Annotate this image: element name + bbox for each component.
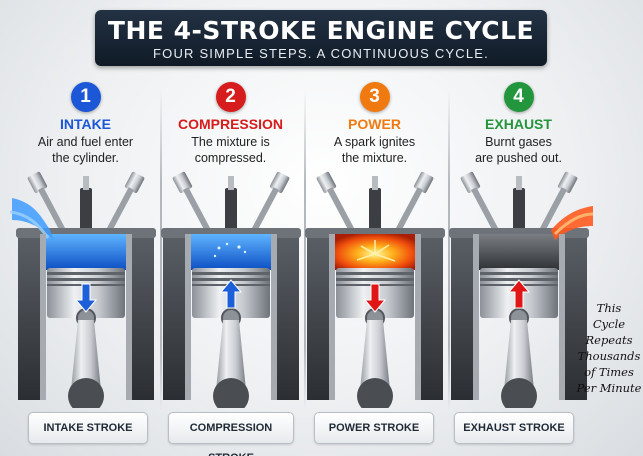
stroke-label-exhaust: EXHAUST STROKE [454, 412, 574, 444]
stroke-label-power: POWER STROKE [314, 412, 434, 444]
stroke-label-compression: COMPRESSION STROKE [168, 412, 294, 456]
stage-power: 3 POWER A spark ignites the mixture. [297, 0, 452, 456]
engine-svg [9, 171, 156, 414]
valve-icon [172, 171, 290, 231]
stroke-label-intake: INTAKE STROKE [28, 412, 148, 444]
engine-svg [161, 171, 301, 414]
engine-cylinder-icon [155, 168, 307, 414]
engine-cylinder-icon [299, 168, 451, 414]
stage-title: EXHAUST [485, 116, 552, 132]
direction-arrow-icon [219, 279, 243, 309]
stage-title: POWER [348, 116, 401, 132]
cycle-note-line: Thousands [577, 349, 641, 363]
stage-description-line: the cylinder. [52, 151, 119, 165]
piston-icon [47, 268, 125, 414]
stage-description: The mixture is compressed. [153, 134, 308, 166]
column-divider [448, 90, 450, 410]
direction-arrow-icon [74, 283, 98, 313]
stage-description-line: compressed. [194, 151, 267, 165]
cycle-note-line: This [596, 301, 622, 315]
stage-description-line: the mixture. [341, 151, 408, 165]
stage-description-line: A spark ignites [333, 135, 416, 149]
stage-exhaust: 4 EXHAUST Burnt gases are pushed out. [441, 0, 596, 456]
step-number-badge: 1 [70, 82, 101, 112]
stage-intake: 1 INTAKE Air and fuel enter the cylinder… [8, 0, 163, 456]
step-number-badge: 2 [215, 82, 246, 112]
column-divider [304, 90, 306, 410]
stage-description-line: Burnt gases [485, 135, 552, 149]
stage-description: Burnt gases are pushed out. [441, 134, 596, 166]
step-number-badge: 4 [503, 82, 534, 112]
piston-icon [192, 268, 270, 414]
direction-arrow-icon [363, 283, 387, 313]
stage-compression: 2 COMPRESSION The mixture is compressed. [153, 0, 308, 456]
title-banner: THE 4-STROKE ENGINE CYCLE FOUR SIMPLE ST… [95, 10, 547, 66]
page-subtitle: FOUR SIMPLE STEPS. A CONTINUOUS CYCLE. [153, 46, 489, 61]
engine-svg [449, 171, 594, 414]
step-number-badge: 3 [359, 82, 390, 112]
stage-description-line: are pushed out. [475, 151, 562, 165]
valve-icon [316, 171, 434, 231]
cycle-note: This Cycle Repeats Thousands of Times Pe… [575, 300, 643, 396]
engine-cylinder-icon [9, 168, 162, 414]
stage-title: COMPRESSION [177, 116, 283, 132]
valve-icon [460, 171, 578, 231]
direction-arrow-icon [507, 279, 531, 309]
valve-icon [27, 171, 145, 231]
column-divider [160, 90, 162, 410]
engine-svg [305, 171, 445, 414]
cycle-note-line: Repeats [585, 333, 633, 347]
cycle-note-line: of Times [584, 365, 634, 379]
stage-description-line: The mixture is [191, 135, 270, 149]
stage-title: INTAKE [59, 116, 112, 132]
engine-cylinder-icon [443, 168, 595, 414]
cycle-note-line: Cycle [592, 317, 626, 331]
stage-description: A spark ignites the mixture. [297, 134, 452, 166]
page-title: THE 4-STROKE ENGINE CYCLE [107, 16, 535, 45]
stage-description: Air and fuel enter the cylinder. [8, 134, 163, 166]
stage-description-line: Air and fuel enter [37, 135, 134, 149]
cycle-note-line: Per Minute [576, 381, 642, 395]
